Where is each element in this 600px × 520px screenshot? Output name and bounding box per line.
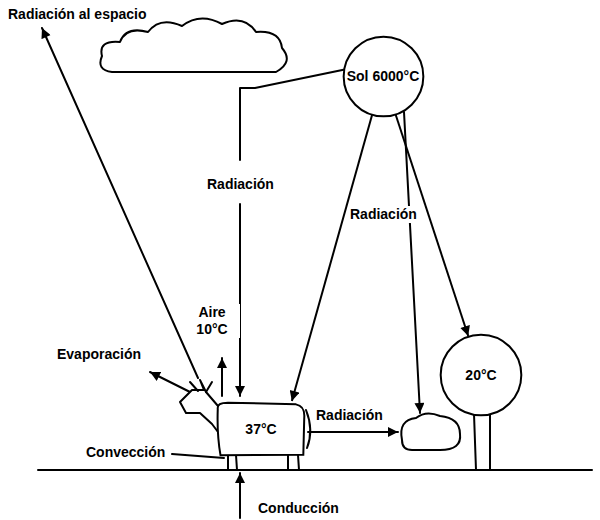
sun-circle: Sol 6000°C (342, 35, 425, 118)
radiation-label: Radiación (348, 206, 419, 223)
conduction-arrow (239, 473, 241, 518)
conduction-label: Conducción (256, 500, 341, 517)
outline (343, 36, 423, 116)
radiation-arrow (239, 204, 241, 396)
tree-trunk (474, 414, 490, 470)
cloud (100, 18, 286, 72)
space-radiation-arrow (42, 28, 198, 378)
cow-body: 37°C (215, 401, 307, 457)
temperature-text: 20°C (465, 367, 496, 384)
air-temperature-label: Aire 10°C (184, 304, 240, 338)
cow-legs (228, 455, 299, 470)
convection-label: Convección (84, 444, 167, 461)
evaporation-arrow (150, 372, 190, 392)
temperature-text: 37°C (245, 421, 276, 438)
cow-tail (306, 410, 310, 448)
radiation-label: Radiación (314, 407, 385, 424)
cloud-ray (240, 68, 352, 160)
ground-line (38, 469, 592, 471)
evaporation-label: Evaporación (55, 346, 143, 363)
cow-to-rock-arrow (308, 431, 398, 433)
convection-arrow (221, 358, 223, 396)
radiation-arrow (396, 114, 469, 336)
tree-crown: 20°C (439, 333, 523, 417)
cow-head (180, 380, 218, 432)
temperature-text: Sol 6000°C (347, 68, 420, 85)
convection-leader (172, 454, 224, 458)
rock (401, 413, 460, 450)
outline (218, 403, 305, 456)
cow-ear (190, 382, 212, 392)
outline (441, 335, 522, 416)
sun-to-rock-arrow (404, 112, 420, 413)
space-radiation-label: Radiación al espacio (6, 6, 149, 23)
radiation-label: Radiación (205, 176, 276, 193)
radiation-arrow (292, 115, 372, 401)
